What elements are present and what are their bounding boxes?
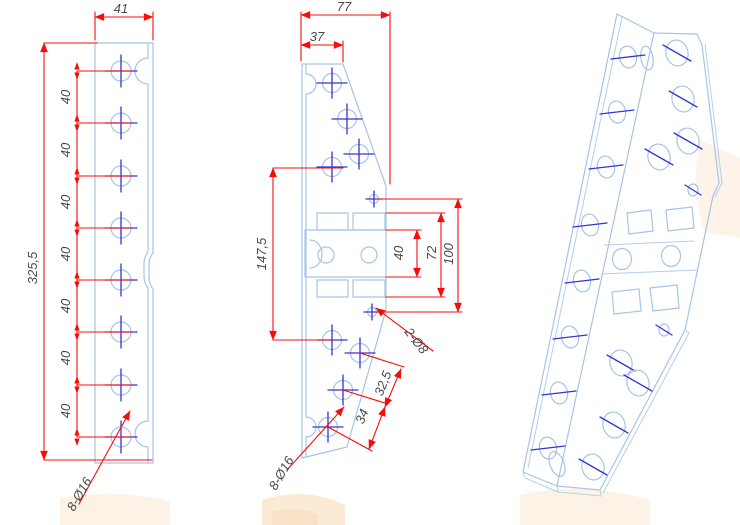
hole bbox=[668, 85, 698, 113]
hole bbox=[644, 143, 674, 171]
dim-label-pitch: 40 bbox=[58, 142, 73, 157]
dim-label-pitch: 40 bbox=[58, 298, 73, 313]
hole bbox=[610, 45, 646, 69]
front-view: 77 37 147,5 40 72 100 2-Ø8 bbox=[254, 0, 463, 493]
hole bbox=[541, 381, 577, 405]
front-view-bracket bbox=[304, 212, 387, 298]
dim-label-77: 77 bbox=[337, 0, 352, 14]
hole bbox=[599, 411, 629, 439]
front-view-holes bbox=[312, 67, 383, 443]
iso-square-cutouts bbox=[611, 206, 695, 315]
dim-label-pitch: 40 bbox=[58, 194, 73, 209]
dim-label-pitch: 40 bbox=[58, 403, 73, 418]
hole bbox=[673, 127, 703, 155]
hole bbox=[599, 100, 635, 124]
hole bbox=[564, 269, 600, 293]
hole bbox=[572, 213, 608, 237]
hole bbox=[530, 436, 566, 460]
dim-label-height-325-5: 325,5 bbox=[25, 251, 40, 284]
dim-label-pitch: 40 bbox=[58, 350, 73, 365]
dim-label-100: 100 bbox=[441, 242, 456, 264]
dim-label-pitch: 40 bbox=[58, 89, 73, 104]
leader-label-2-d8: 2-Ø8 bbox=[401, 324, 432, 357]
leader-label-8-d16: 8-Ø16 bbox=[266, 453, 297, 492]
hole bbox=[316, 67, 348, 99]
hole bbox=[578, 453, 608, 481]
iso-face-holes bbox=[578, 39, 703, 481]
dim-label-147-5: 147,5 bbox=[254, 237, 269, 270]
hole bbox=[662, 39, 692, 67]
dim-label-40: 40 bbox=[391, 245, 406, 260]
iso-outline bbox=[522, 13, 723, 497]
dim-label-34: 34 bbox=[352, 407, 371, 426]
side-view-outline bbox=[94, 42, 154, 464]
dim-label-72: 72 bbox=[424, 245, 439, 260]
iso-bracket-holes bbox=[611, 244, 682, 271]
front-view-dimensions: 77 37 147,5 40 72 100 2-Ø8 bbox=[254, 0, 463, 493]
side-view-holes bbox=[104, 54, 138, 454]
side-view: 41 325,5 40 40 40 40 40 40 40 8-Ø16 bbox=[25, 1, 154, 514]
hole bbox=[331, 103, 363, 135]
small-hole bbox=[655, 323, 673, 337]
dim-label-37: 37 bbox=[310, 29, 325, 44]
hole bbox=[606, 349, 636, 377]
dim-label-pitch: 40 bbox=[58, 246, 73, 261]
background-watermark bbox=[60, 140, 740, 525]
hole bbox=[623, 369, 653, 397]
small-hole bbox=[684, 183, 702, 197]
hole bbox=[588, 155, 624, 179]
side-view-dimensions: 41 325,5 40 40 40 40 40 40 40 8-Ø16 bbox=[25, 1, 154, 514]
hole bbox=[343, 138, 375, 170]
hole bbox=[316, 151, 348, 183]
iso-view bbox=[522, 13, 723, 497]
front-view-outline bbox=[301, 63, 387, 459]
dim-label-width-41: 41 bbox=[114, 1, 128, 16]
hole bbox=[552, 325, 588, 349]
iso-flange-holes bbox=[530, 45, 646, 460]
